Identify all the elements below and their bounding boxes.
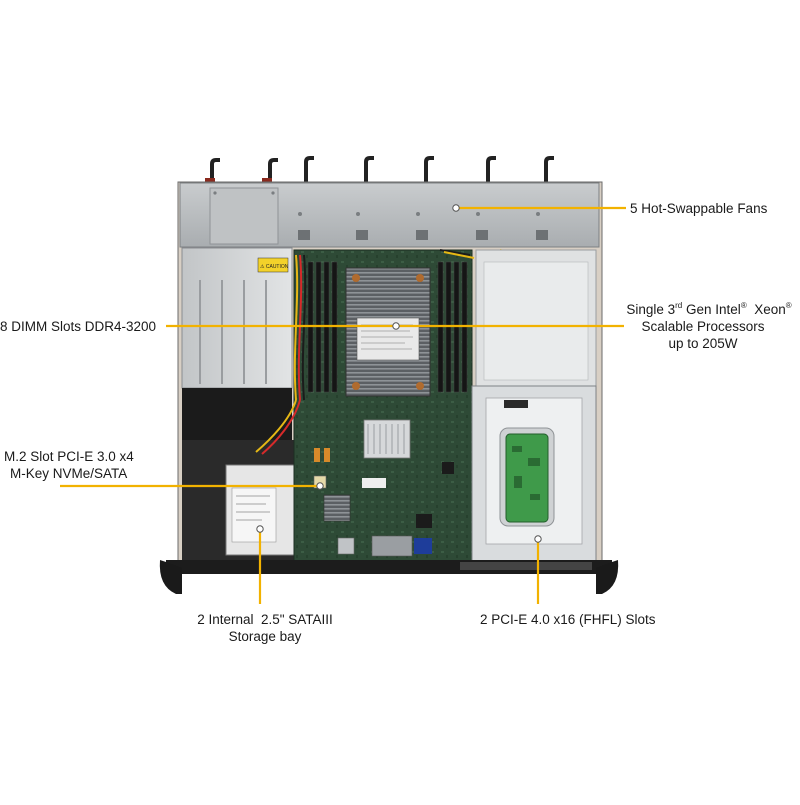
callout-cpu: Single 3rd Gen Intel® Xeon® Scalable Pro… (618, 301, 800, 352)
callout-cpu-line1-a: Single 3 (626, 302, 676, 317)
callout-cpu-rd: rd (675, 301, 683, 310)
drive-label-lines (236, 495, 270, 521)
fan-cover-screws (213, 191, 540, 216)
small-chip (416, 514, 432, 528)
riser-bracket-tab (504, 400, 528, 408)
usb-ports (337, 537, 355, 555)
leader-lines (60, 206, 626, 604)
fan-handle-3 (304, 156, 314, 182)
leader-dot-pcie (534, 535, 542, 543)
fan-cutouts (298, 230, 548, 240)
bmc-heatsink (323, 494, 351, 522)
storage-drive-label (231, 487, 277, 543)
callout-cpu-line1: Single 3rd Gen Intel® Xeon® (618, 301, 800, 318)
callout-cpu-line1-b: Gen Intel (682, 302, 741, 317)
front-handle-left (159, 560, 182, 594)
callout-dimm-text: 8 DIMM Slots DDR4-3200 (0, 319, 157, 334)
callout-dimm: 8 DIMM Slots DDR4-3200 (0, 318, 156, 335)
callout-cpu-reg1: ® (740, 301, 747, 310)
front-handle-right (596, 560, 619, 594)
leader-dot-cpu (392, 322, 400, 330)
leader-dots (256, 204, 542, 543)
fan-handles (205, 156, 554, 183)
fan-latch-red-2 (262, 178, 272, 183)
riser-card-components (512, 446, 540, 500)
onboard-label (362, 478, 386, 488)
cpu-heatsink-screws (352, 274, 424, 390)
fan-latch-red-1 (205, 178, 215, 183)
cpu-heatsink-label (356, 317, 420, 361)
callout-cpu-line3: up to 205W (668, 336, 738, 351)
fan-handle-2 (268, 158, 278, 182)
callout-cpu-line2: Scalable Processors (641, 319, 765, 334)
callout-m2: M.2 Slot PCI-E 3.0 x4 M-Key NVMe/SATA (4, 448, 134, 482)
fan-cover-inset (209, 187, 279, 245)
callout-storage: 2 Internal 2.5" SATAIII Storage bay (180, 611, 350, 645)
fan-handle-1 (210, 158, 220, 182)
sata-connector-2 (324, 448, 330, 462)
callout-storage-line1: 2 Internal 2.5" SATAIII (197, 612, 333, 627)
callout-m2-line1: M.2 Slot PCI-E 3.0 x4 (4, 449, 134, 464)
chipset-fins (367, 424, 405, 454)
warning-sticker (257, 257, 289, 273)
io-ports (371, 535, 413, 557)
fan-handle-4 (364, 156, 374, 182)
fan-handle-7 (544, 156, 554, 182)
fan-handle-6 (486, 156, 496, 182)
callout-fans: 5 Hot-Swappable Fans (630, 200, 767, 217)
front-rail (460, 562, 592, 570)
chipset-heatsink (363, 419, 411, 459)
callout-cpu-reg2: ® (785, 301, 792, 310)
small-chip-2 (442, 462, 454, 474)
callout-pcie-text: 2 PCI-E 4.0 x16 (FHFL) Slots (480, 612, 656, 627)
callout-cpu-line1-c: Xeon (746, 302, 786, 317)
callout-fans-text: 5 Hot-Swappable Fans (630, 201, 768, 216)
leader-dot-fans (452, 204, 460, 212)
sata-connector-1 (314, 448, 320, 462)
callout-storage-line2: Storage bay (228, 629, 302, 644)
leader-dot-m2 (316, 482, 324, 490)
warning-sticker-text: ⚠ CAUTION (260, 264, 289, 270)
leader-dot-storage (256, 525, 264, 533)
callout-pcie: 2 PCI-E 4.0 x16 (FHFL) Slots (480, 611, 656, 628)
vga-port (414, 538, 432, 554)
fan-handle-5 (424, 156, 434, 182)
psu-vents (199, 280, 267, 384)
callout-m2-line2: M-Key NVMe/SATA (10, 466, 128, 481)
right-empty-bay-floor (483, 261, 589, 381)
